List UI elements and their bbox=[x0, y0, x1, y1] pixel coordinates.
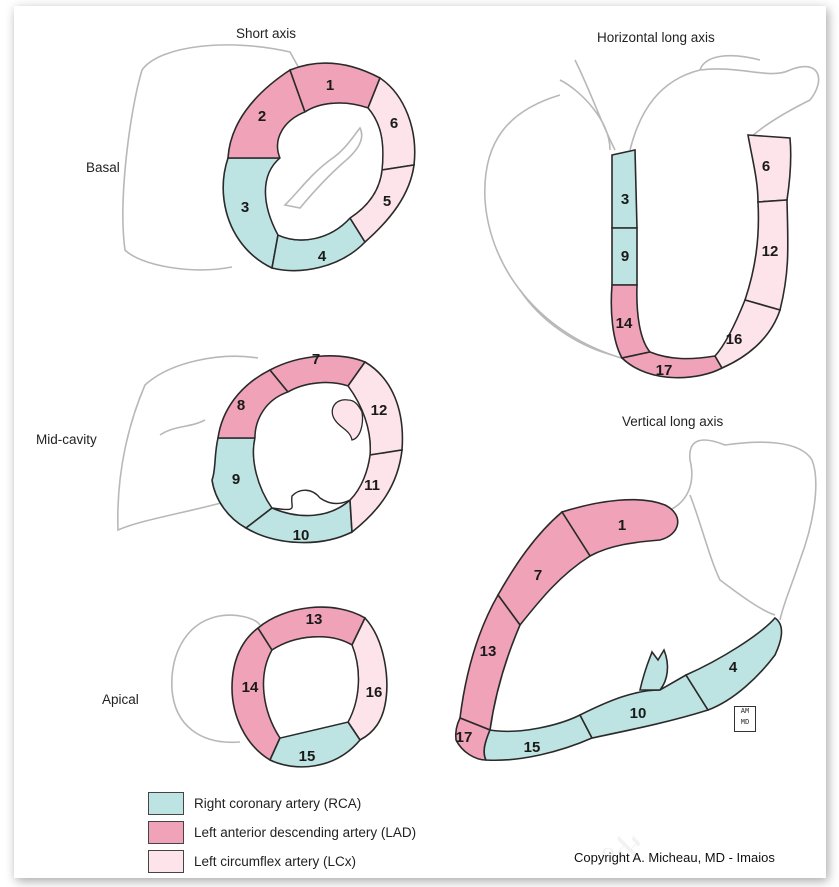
legend-item-rca: Right coronary artery (RCA) bbox=[148, 791, 361, 815]
horizontal-long-axis-title: Horizontal long axis bbox=[597, 30, 715, 45]
segment-15-label: 15 bbox=[299, 748, 316, 765]
hla-segment-6-label: 6 bbox=[762, 158, 770, 175]
lcx-swatch bbox=[148, 850, 184, 873]
vla-atrium-outline bbox=[670, 440, 816, 620]
lcx-legend-label: Left circumflex artery (LCx) bbox=[194, 854, 356, 869]
vla-segment-10-label: 10 bbox=[630, 705, 647, 722]
segment-8-label: 8 bbox=[237, 397, 245, 414]
lad-swatch bbox=[148, 821, 184, 844]
basal-level-label: Basal bbox=[86, 160, 120, 175]
logo-text: AM MD bbox=[741, 708, 749, 727]
rca-legend-label: Right coronary artery (RCA) bbox=[194, 796, 361, 811]
segment-4-label: 4 bbox=[318, 248, 327, 265]
vla-segment-15-label: 15 bbox=[524, 739, 541, 756]
apical-short-axis: 13 14 15 16 bbox=[172, 607, 387, 767]
segment-12-label: 12 bbox=[371, 402, 388, 419]
hla-segment-3-region bbox=[612, 150, 637, 228]
hla-segment-17-label: 17 bbox=[656, 362, 673, 379]
vla-segment-13-label: 13 bbox=[480, 643, 497, 660]
legend-item-lad: Left anterior descending artery (LAD) bbox=[148, 820, 416, 844]
segment-2-label: 2 bbox=[258, 108, 266, 125]
mid-short-axis: 7 8 9 10 11 12 bbox=[118, 351, 403, 544]
segment-1-label: 1 bbox=[326, 77, 334, 94]
hla-segment-3-label: 3 bbox=[621, 191, 629, 208]
basal-short-axis: 1 2 3 4 5 6 bbox=[123, 45, 415, 271]
segment-16-label: 16 bbox=[366, 684, 383, 701]
segment-5-label: 5 bbox=[383, 193, 391, 210]
segment-13-label: 13 bbox=[306, 611, 323, 628]
hla-segment-14-label: 14 bbox=[616, 315, 633, 332]
vla-segment-17-label: 17 bbox=[456, 729, 473, 746]
horizontal-long-axis: 3 9 14 17 6 12 16 bbox=[485, 56, 819, 379]
vla-segment-4-label: 4 bbox=[729, 659, 738, 676]
segment-6-label: 6 bbox=[390, 115, 398, 132]
rca-swatch bbox=[148, 792, 184, 815]
hla-segment-9-label: 9 bbox=[621, 248, 629, 265]
hla-segment-16-label: 16 bbox=[726, 331, 743, 348]
am-md-logo: AM MD bbox=[734, 706, 756, 732]
mid-rv-inner bbox=[160, 420, 205, 435]
lad-legend-label: Left anterior descending artery (LAD) bbox=[194, 825, 416, 840]
vertical-long-axis: 1 7 13 17 15 10 4 bbox=[456, 440, 816, 760]
segment-11-label: 11 bbox=[364, 477, 380, 494]
segment-7-label: 7 bbox=[312, 351, 320, 368]
mid-cavity-level-label: Mid-cavity bbox=[36, 432, 97, 447]
segment-14-label: 14 bbox=[242, 679, 259, 696]
apical-cavity bbox=[264, 637, 359, 738]
apical-level-label: Apical bbox=[102, 692, 139, 707]
vla-segment-13-region bbox=[460, 595, 520, 730]
segment-10-label: 10 bbox=[293, 527, 310, 544]
legend-item-lcx: Left circumflex artery (LCx) bbox=[148, 849, 356, 873]
segment-9-label: 9 bbox=[232, 471, 240, 488]
hla-segment-12-label: 12 bbox=[762, 243, 779, 260]
segment-3-label: 3 bbox=[241, 199, 249, 216]
vla-segment-7-label: 7 bbox=[534, 567, 542, 584]
copyright-text: Copyright A. Micheau, MD - Imaios bbox=[574, 850, 775, 865]
short-axis-title: Short axis bbox=[236, 26, 296, 41]
vla-papillary-tip bbox=[640, 650, 667, 690]
vertical-long-axis-title: Vertical long axis bbox=[622, 414, 724, 429]
vla-segment-1-label: 1 bbox=[618, 517, 626, 534]
